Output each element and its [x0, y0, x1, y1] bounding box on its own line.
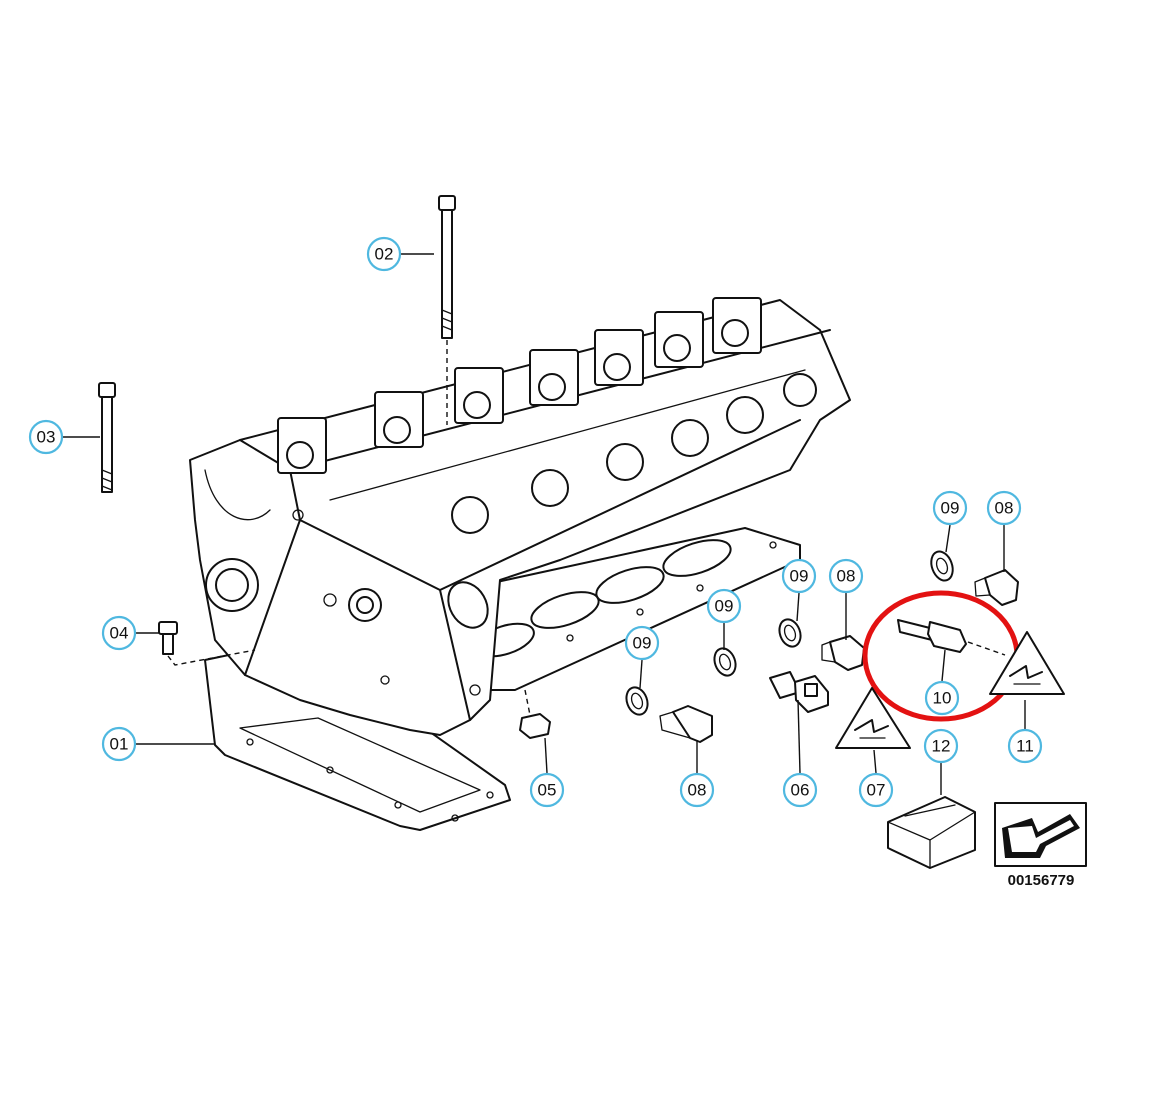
cam-towers: [277, 297, 762, 474]
callout-label: 09: [790, 567, 809, 586]
callout-label: 03: [37, 428, 56, 447]
callout-08-right: 08: [986, 490, 1022, 526]
exhaust-ports: [451, 373, 817, 534]
callout-label: 05: [538, 781, 557, 800]
callout-05: 05: [529, 772, 565, 808]
callout-09-upper-mid: 09: [781, 558, 817, 594]
callout-label: 08: [995, 499, 1014, 518]
callout-09-mid: 09: [706, 588, 742, 624]
callout-03: 03: [28, 419, 64, 455]
nut-05: [519, 689, 551, 739]
cylinder-head-drawing: [189, 297, 851, 736]
callout-label: 02: [375, 245, 394, 264]
callout-label: 08: [837, 567, 856, 586]
callout-label: 07: [867, 781, 886, 800]
callout-09-left: 09: [624, 625, 660, 661]
navigation-arrow-icon: [994, 802, 1087, 867]
long-head-bolt-02: [438, 195, 456, 425]
callout-08-left: 08: [679, 772, 715, 808]
callout-label: 09: [633, 634, 652, 653]
long-head-bolt-03: [98, 382, 116, 493]
warning-triangle-icon: [835, 687, 911, 749]
callout-label: 01: [110, 735, 129, 754]
warning-triangle-icon-11: [989, 631, 1065, 695]
plug-group-mid: [713, 618, 865, 677]
callout-08-mid: 08: [828, 558, 864, 594]
diagram-number: 00156779: [1008, 872, 1075, 889]
parts-box-icon: [887, 796, 976, 869]
callout-label: 08: [688, 781, 707, 800]
temperature-sensor-06: [769, 671, 829, 713]
small-bolt-04: [158, 621, 256, 666]
plug-group-left: [625, 686, 713, 743]
leader-lines: [62, 253, 1026, 795]
callout-04: 04: [101, 615, 137, 651]
callout-label: 10: [933, 689, 952, 708]
callout-12: 12: [923, 728, 959, 764]
callout-09-right: 09: [932, 490, 968, 526]
callout-label: 06: [791, 781, 810, 800]
callout-10: 10: [924, 680, 960, 716]
callout-label: 09: [941, 499, 960, 518]
callout-11: 11: [1007, 728, 1043, 764]
callout-02: 02: [366, 236, 402, 272]
sensor-icon: [897, 619, 1006, 656]
callout-label: 04: [110, 624, 129, 643]
callout-07: 07: [858, 772, 894, 808]
plug-group-right: [930, 550, 1019, 606]
callout-label: 12: [932, 737, 951, 756]
callout-01: 01: [101, 726, 137, 762]
callout-label: 11: [1016, 737, 1034, 756]
callout-06: 06: [782, 772, 818, 808]
callout-label: 09: [715, 597, 734, 616]
